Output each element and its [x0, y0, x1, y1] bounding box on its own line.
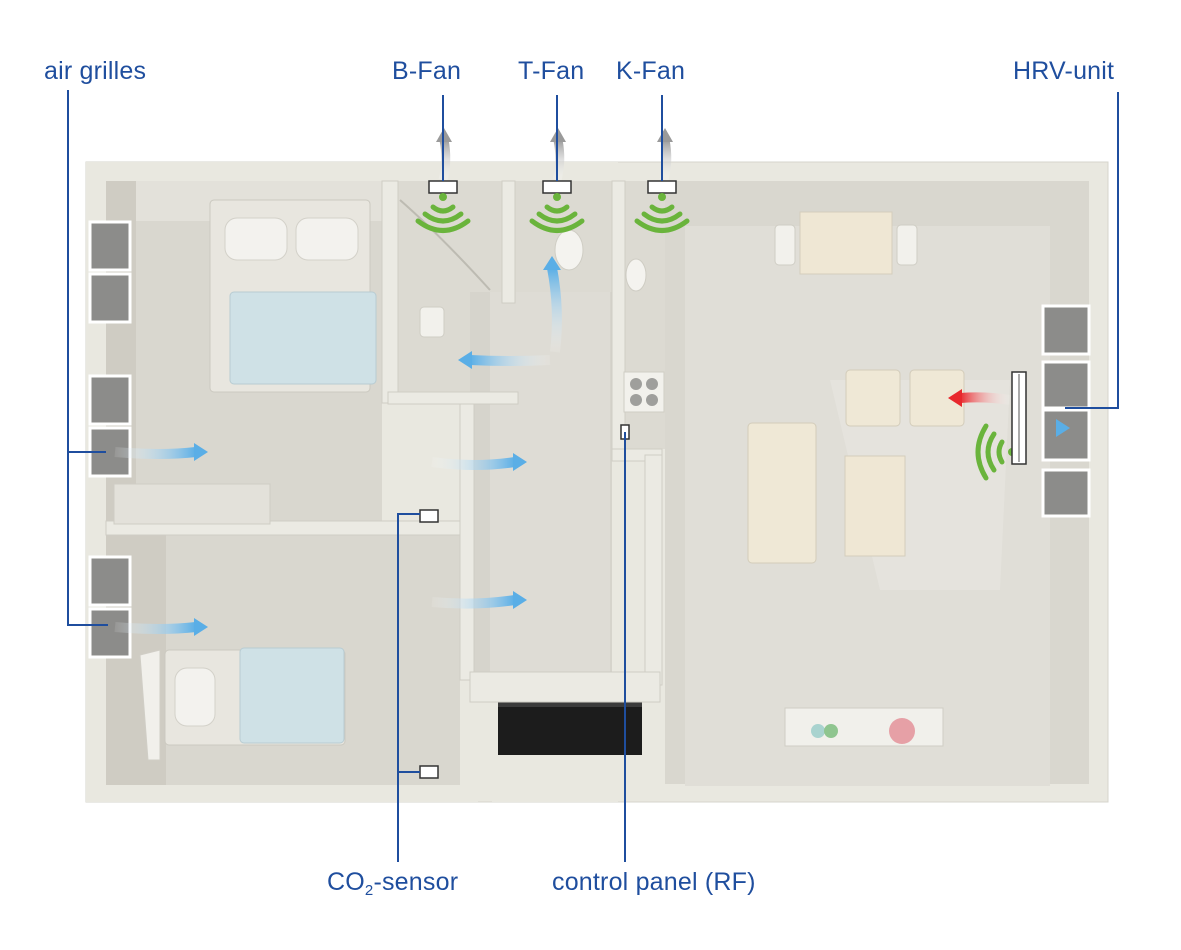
- label-co2-sensor: CO2-sensor: [327, 868, 458, 899]
- t-fan-icon: [542, 180, 572, 194]
- co2-subscript: 2: [364, 882, 374, 899]
- airflow-arrow-to-bath: [469, 355, 551, 366]
- leader-co2-sensor: [397, 513, 420, 862]
- windows: [88, 220, 1091, 659]
- leader-air-grilles: [67, 90, 108, 626]
- leader-hrv-unit: [1065, 92, 1119, 409]
- rf-signal-icons: [415, 193, 1016, 481]
- hrv-unit-icon: [1011, 371, 1027, 465]
- label-hrv-unit: HRV-unit: [1013, 57, 1115, 85]
- airflow-arrow-bedroom-2: [114, 622, 197, 634]
- bathroom-fixtures: [399, 199, 491, 338]
- co2-suffix: -sensor: [373, 868, 459, 896]
- k-fan-icon: [647, 180, 677, 194]
- double-bed: [209, 199, 377, 393]
- rf-signal-icon-t-fan: [529, 193, 585, 233]
- airflow-arrow-bedroom-1: [114, 447, 197, 459]
- living-furniture: [747, 211, 1010, 747]
- co2-sensor-icon-2: [419, 765, 439, 779]
- airflow-arrow-to-toilet: [547, 267, 562, 353]
- single-bed: [139, 647, 346, 761]
- kitchen: [623, 258, 665, 413]
- room-floors: [106, 181, 1089, 786]
- airflow-arrows: [114, 256, 1070, 636]
- rf-signal-icon-k-fan: [634, 193, 690, 233]
- label-b-fan: B-Fan: [392, 57, 462, 85]
- label-air-grilles: air grilles: [44, 57, 147, 85]
- rf-signal-icon-b-fan: [415, 193, 471, 233]
- co2-sensor-icon: [419, 509, 439, 523]
- desk: [113, 483, 271, 525]
- label-k-fan: K-Fan: [616, 57, 686, 85]
- leader-lines: [67, 90, 1119, 862]
- b-fan-icon: [428, 180, 458, 194]
- label-t-fan: T-Fan: [518, 57, 585, 85]
- airflow-arrow-corridor-2: [431, 595, 516, 609]
- airflow-arrow-corridor-1: [431, 457, 516, 470]
- toilet: [554, 229, 584, 271]
- hrv-supply-arrow: [948, 389, 1011, 407]
- co2-prefix: CO: [327, 868, 365, 896]
- label-control-panel: control panel (RF): [552, 868, 756, 896]
